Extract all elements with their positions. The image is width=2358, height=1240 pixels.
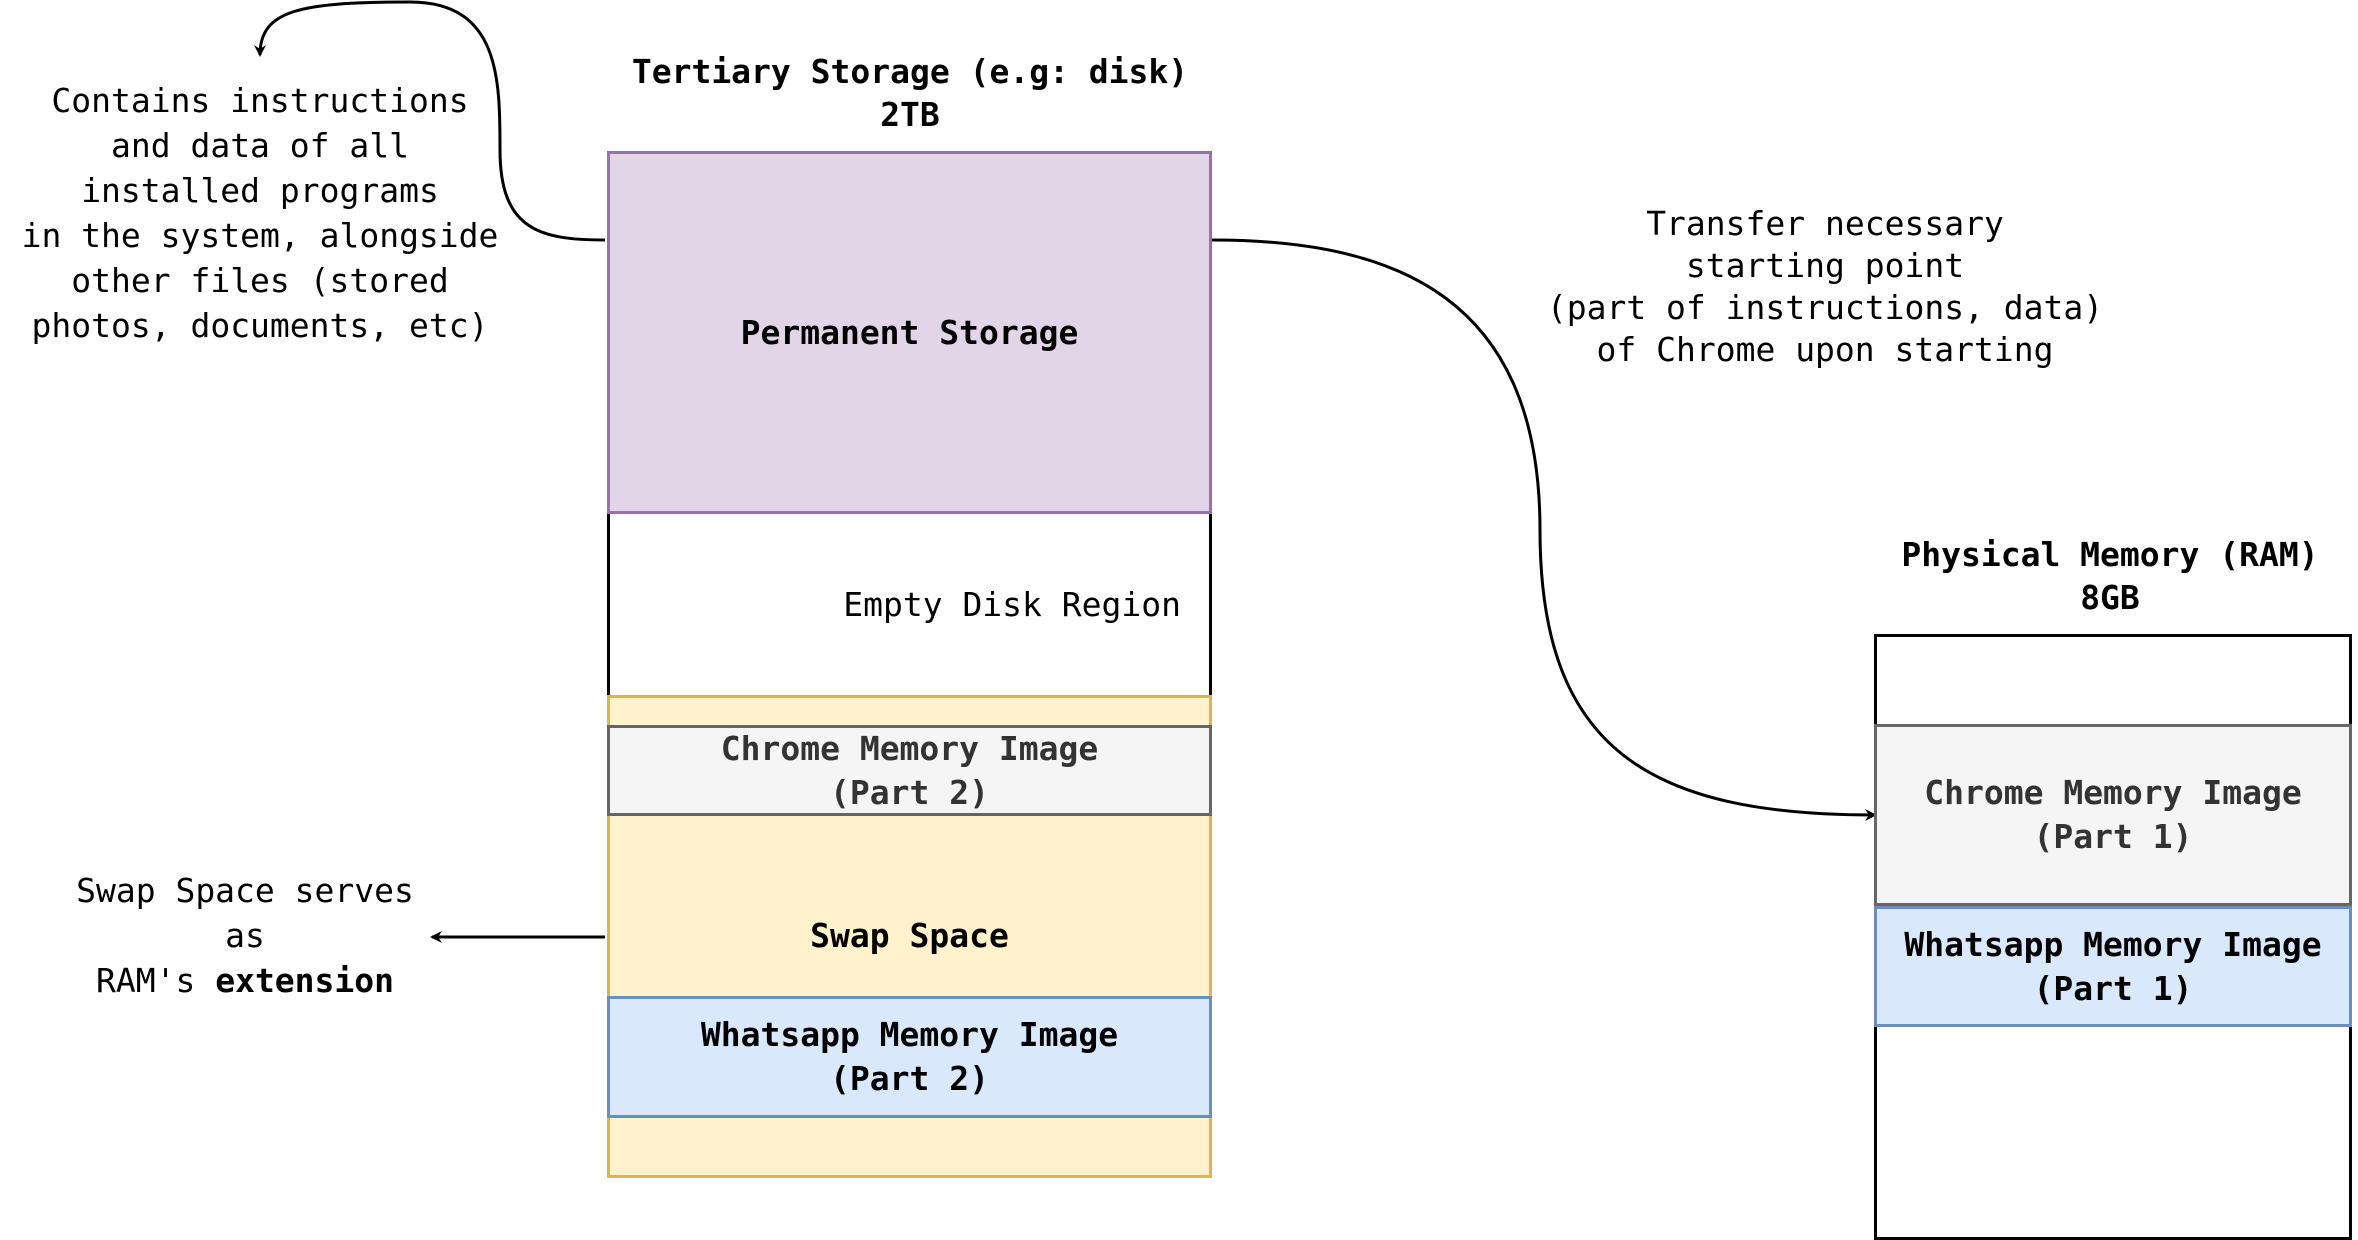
permanent-storage-note: Contains instructions and data of all in… (21, 81, 499, 345)
permanent-storage-block: Permanent Storage (607, 151, 1212, 514)
empty-disk-region-label: Empty Disk Region (843, 584, 1181, 624)
permanent-note-arrow (254, 0, 606, 242)
disk-whatsapp-image-label: Whatsapp Memory Image (Part 2) (700, 1015, 1119, 1098)
swap-note-emphasis: extension (215, 961, 395, 1000)
ram-chrome-image-label: Chrome Memory Image (Part 1) (1924, 773, 2302, 856)
permanent-storage-label: Permanent Storage (740, 312, 1079, 352)
empty-disk-region-block: Empty Disk Region (607, 514, 1212, 695)
disk-chrome-image-block: Chrome Memory Image (Part 2) (607, 725, 1212, 816)
swap-space-label: Swap Space (810, 916, 1009, 955)
transfer-arrow (1211, 238, 1877, 821)
disk-whatsapp-image-block: Whatsapp Memory Image (Part 2) (607, 996, 1212, 1118)
disk-chrome-image-label: Chrome Memory Image (Part 2) (720, 728, 1099, 812)
transfer-note: Transfer necessary starting point (part … (1546, 204, 2104, 369)
ram-chrome-image-block: Chrome Memory Image (Part 1) (1874, 724, 2352, 906)
ram-whatsapp-image-label: Whatsapp Memory Image (Part 1) (1904, 924, 2322, 1008)
ram-whatsapp-image-block: Whatsapp Memory Image (Part 1) (1874, 906, 2352, 1027)
swap-note-text: Swap Space serves as RAM's (76, 871, 414, 1000)
ram-size: 8GB (2080, 578, 2140, 617)
ram-title: Physical Memory (RAM) (1901, 535, 2319, 574)
swap-note: Swap Space serves as RAM's extension (30, 868, 460, 1003)
disk-size: 2TB (880, 95, 940, 134)
disk-title: Tertiary Storage (e.g: disk) (631, 52, 1189, 91)
